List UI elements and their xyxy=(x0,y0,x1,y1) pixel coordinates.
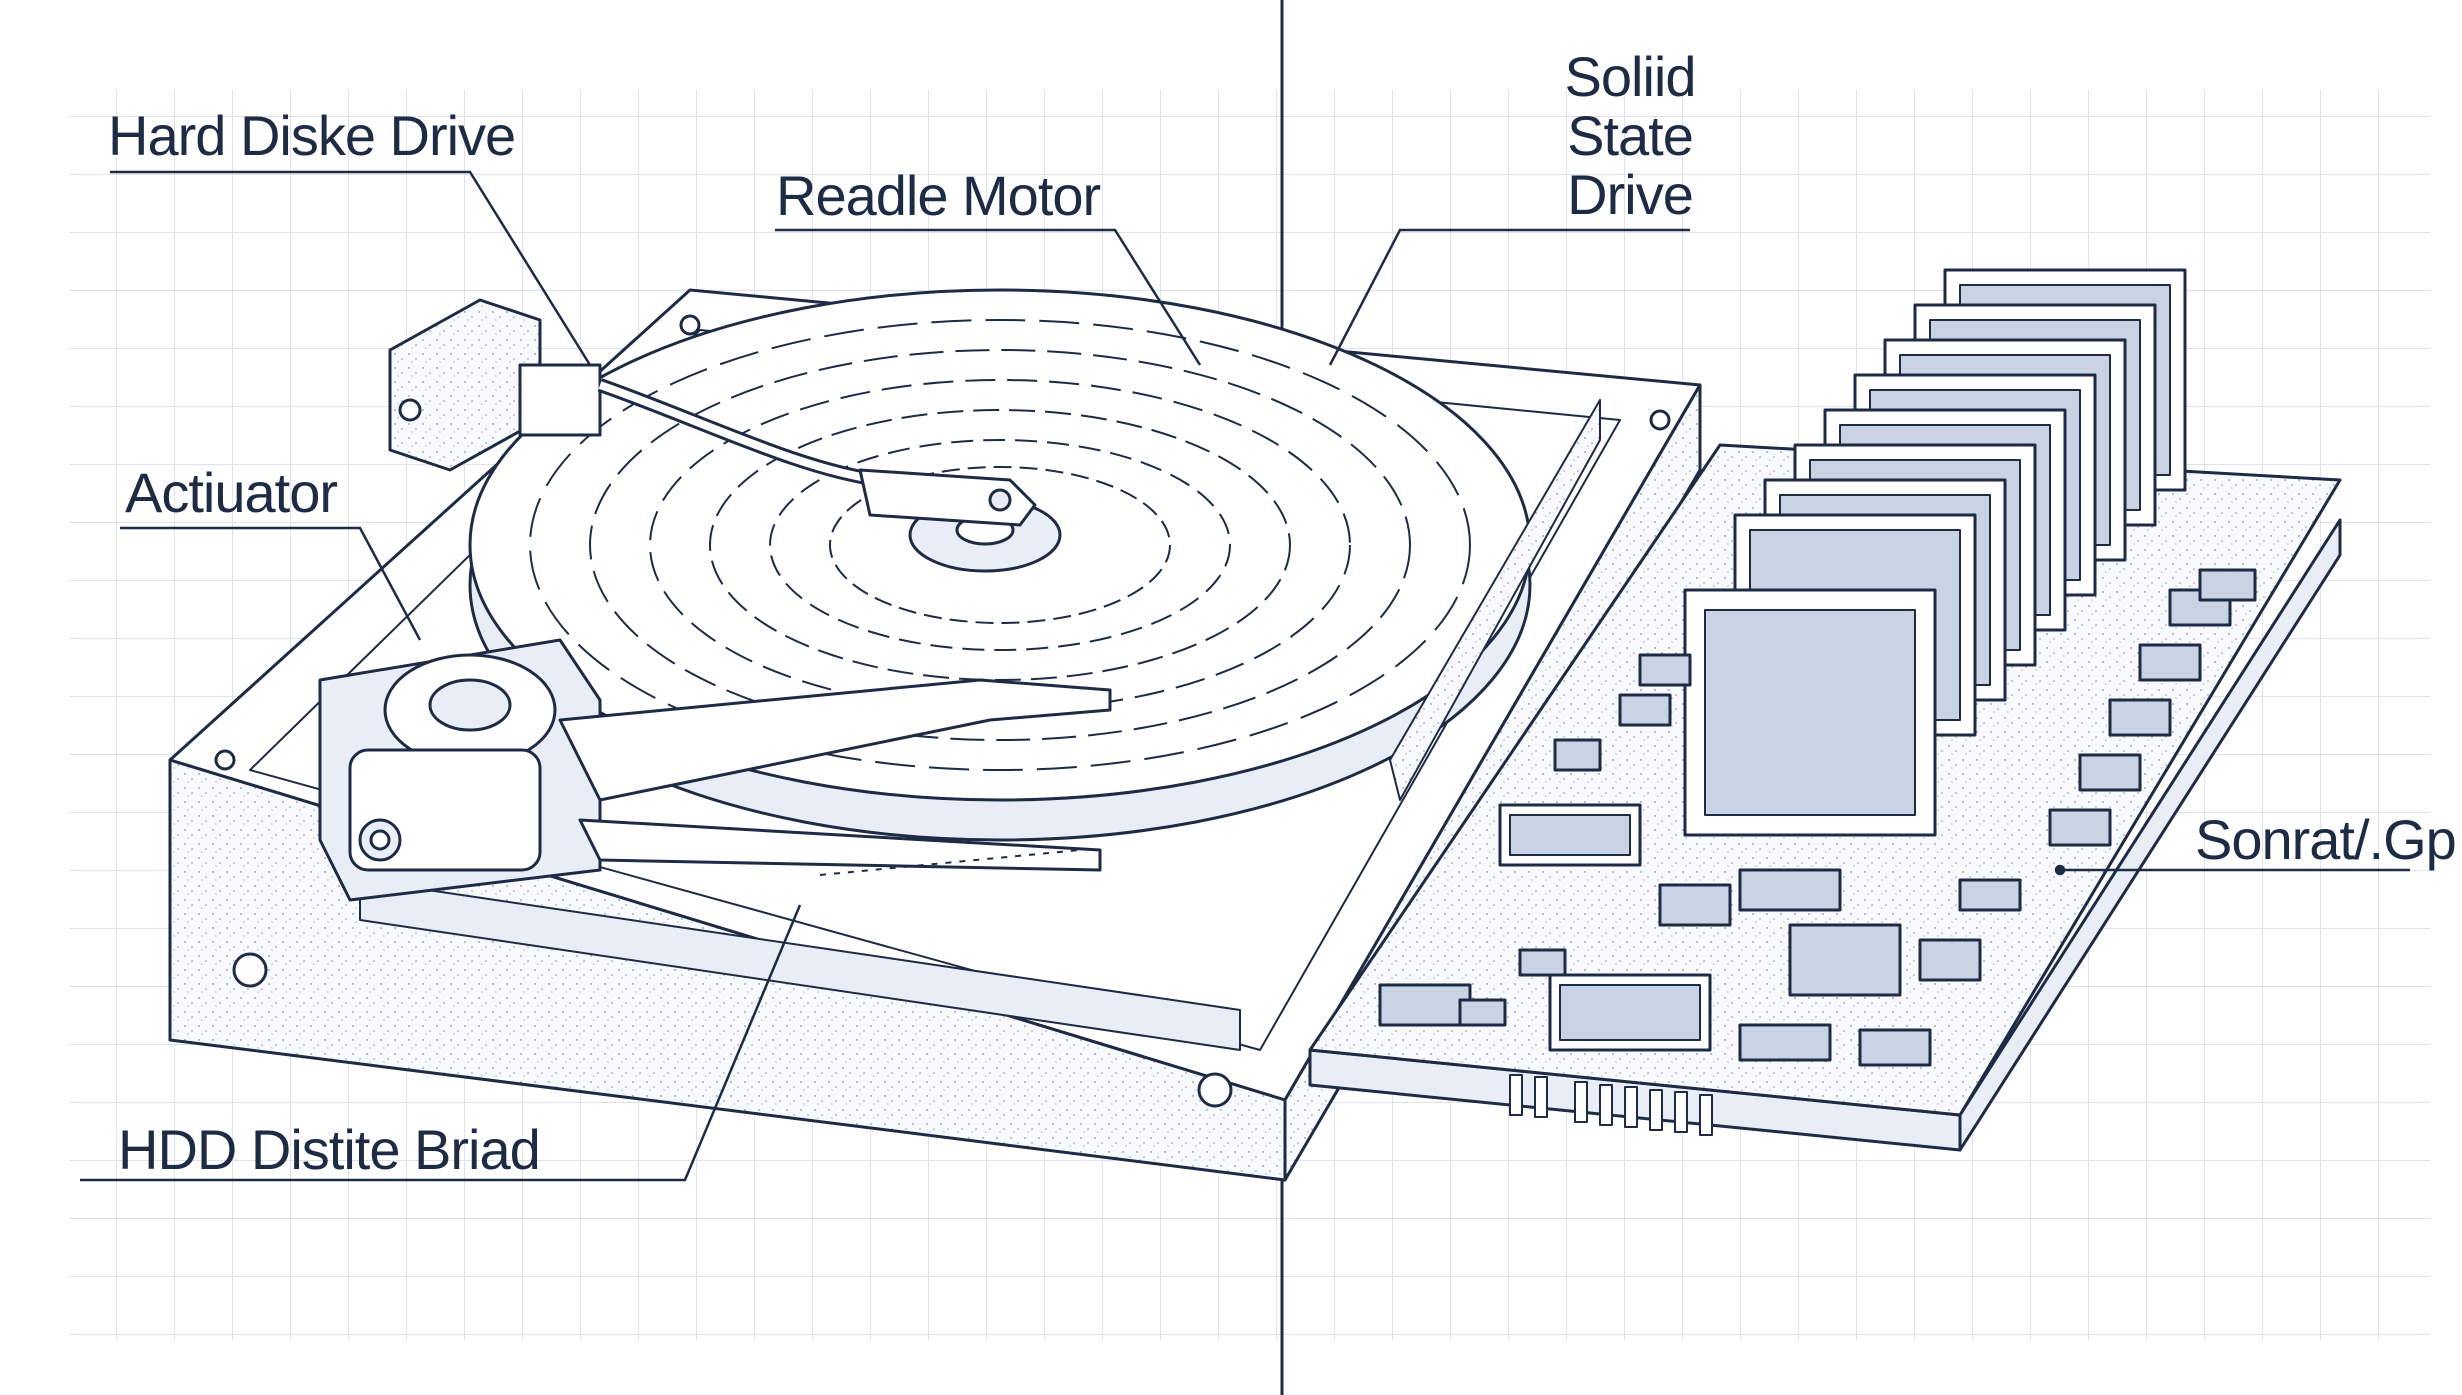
leader-actuator xyxy=(120,526,422,641)
smd-component xyxy=(1638,653,1692,687)
smd-component xyxy=(1738,868,1842,912)
smd-component xyxy=(1738,1023,1832,1062)
leader-ssd xyxy=(1328,228,1690,366)
label-solid-state-drive: Soliid State Drive xyxy=(1530,45,1730,226)
smd-component xyxy=(2138,643,2202,682)
label-ssd-line3: Drive xyxy=(1567,162,1694,226)
smd-component xyxy=(1958,878,2022,912)
arm-pivot xyxy=(988,488,1012,512)
edge-connector xyxy=(1509,1074,1713,1136)
platter-track xyxy=(709,409,1291,681)
leader-hdd xyxy=(110,170,592,366)
label-hdd-board: HDD Distite Briad xyxy=(118,1118,541,1181)
smd-component xyxy=(2198,568,2257,602)
smd-component xyxy=(2108,698,2172,737)
connector-plug xyxy=(518,363,602,437)
mount-hole-icon xyxy=(679,314,701,336)
label-ssd-line2: State xyxy=(1567,103,1694,167)
actuator-pivot-inner xyxy=(428,678,512,732)
leader-dot xyxy=(2054,864,2066,876)
mount-hole-icon xyxy=(1197,1072,1233,1108)
read-arm-top xyxy=(858,468,1037,527)
label-actuator: Actiuator xyxy=(125,461,338,524)
smd-component xyxy=(1788,923,1902,997)
label-controller: Sonrat/.Gp xyxy=(2195,808,2457,871)
leader-spindle xyxy=(775,228,1202,366)
smd-component xyxy=(1378,983,1472,1027)
flex-cable-inner xyxy=(598,381,881,484)
smd-component xyxy=(1458,998,1507,1027)
hdd-bottom-bay xyxy=(359,879,1241,1051)
smd-component xyxy=(2078,753,2142,792)
actuator-arm-lower xyxy=(578,818,1102,872)
label-hard-disk-drive: Hard Diske Drive xyxy=(108,104,516,167)
smd-component xyxy=(1918,938,1982,982)
smd-component xyxy=(2168,588,2232,627)
smd-component xyxy=(1618,693,1672,727)
smd-component xyxy=(2048,808,2112,847)
mount-hole-icon xyxy=(1649,409,1671,431)
platter-track xyxy=(529,319,1471,771)
smd-component xyxy=(1658,883,1732,927)
platter-track xyxy=(769,439,1231,651)
platter-track xyxy=(829,466,1171,624)
mount-hole-icon xyxy=(232,952,268,988)
smd-component xyxy=(1518,948,1567,977)
mount-hole-icon xyxy=(398,398,422,422)
leader-board xyxy=(80,904,802,1182)
smd-component xyxy=(1553,738,1602,772)
callout-leaders xyxy=(80,170,2410,1182)
coil-screw xyxy=(369,829,391,851)
hdd-illustration xyxy=(168,288,1702,1182)
mount-hole-icon xyxy=(214,749,236,771)
label-spindle-motor: Readle Motor xyxy=(776,164,1101,227)
pcb-edge xyxy=(1958,518,2342,1152)
platter-track xyxy=(649,379,1351,711)
actuator-arm xyxy=(558,678,1112,802)
hdd-side-rail xyxy=(1389,399,1601,801)
head-slider xyxy=(819,849,1081,876)
nand-stack xyxy=(1683,268,2187,837)
platter-track xyxy=(589,349,1411,741)
ssd-illustration xyxy=(1308,268,2342,1152)
smd-component xyxy=(1858,1028,1932,1067)
label-ssd-line1: Soliid xyxy=(1564,45,1697,108)
